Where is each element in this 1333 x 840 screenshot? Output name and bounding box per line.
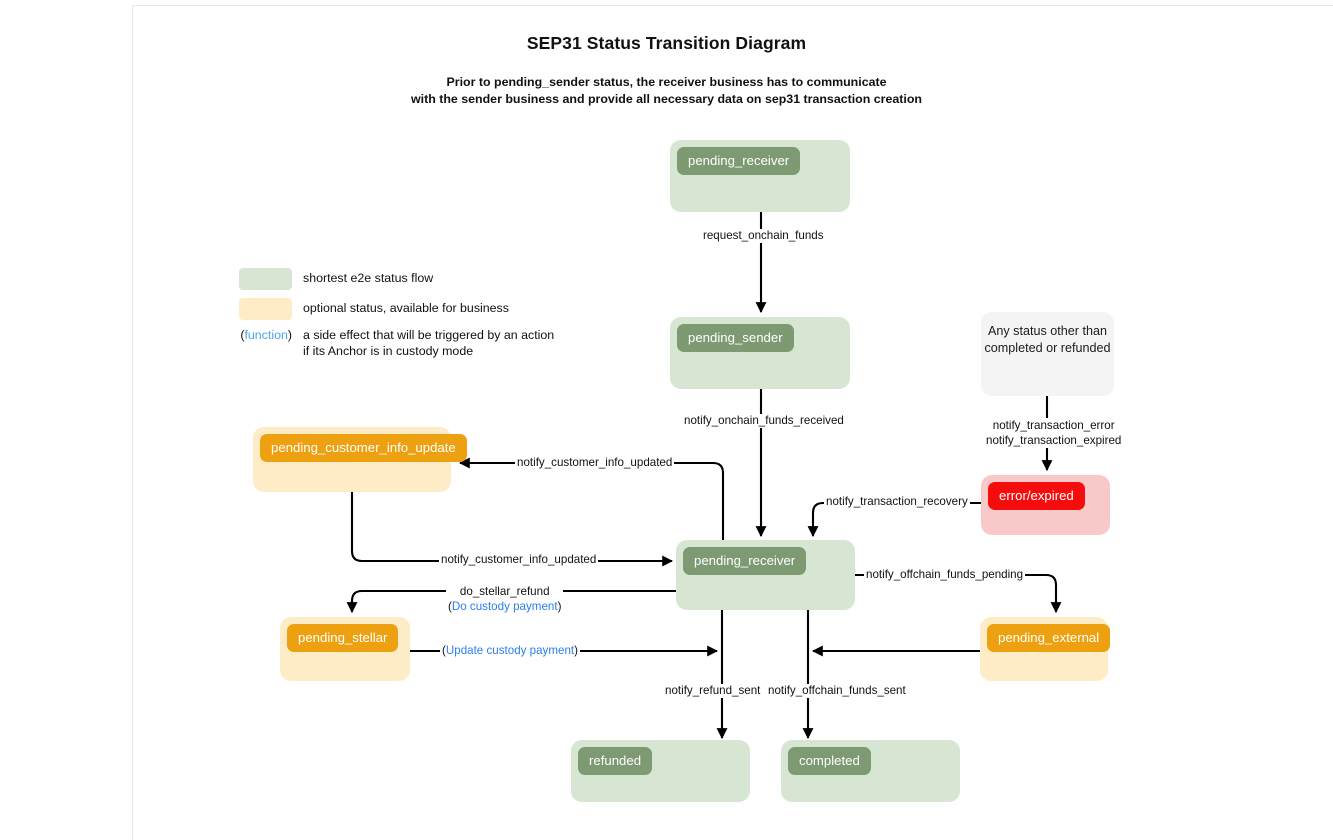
edge-label-update-custody-payment: (Update custody payment) — [440, 644, 581, 658]
edge-label-update-custody-payment-fn: Update custody payment — [445, 644, 575, 657]
node-label-any-status: Any status other than completed or refun… — [984, 324, 1111, 355]
edge-label-notify-onchain-funds-received: notify_onchain_funds_received — [682, 414, 846, 428]
page-frame-top-border — [132, 5, 1333, 6]
edge-label-notify-customer-info-updated-down: notify_customer_info_updated — [439, 553, 599, 567]
legend-label-function: a side effect that will be triggered by … — [303, 328, 555, 358]
diagram-subtitle-line1: Prior to pending_sender status, the rece… — [446, 75, 887, 89]
node-label-pending-receiver-top: pending_receiver — [677, 147, 801, 175]
edge-label-request-onchain-funds: request_onchain_funds — [701, 229, 826, 243]
legend-label-shortest-flow: shortest e2e status flow — [303, 271, 434, 285]
node-label-error-expired: error/expired — [988, 482, 1085, 510]
node-completed[interactable]: completed — [781, 740, 960, 802]
node-label-pending-stellar: pending_stellar — [287, 624, 399, 652]
edge-label-do-custody-payment-fn: Do custody payment — [451, 600, 558, 613]
edge-label-do-custody-payment: (Do custody payment) — [448, 600, 562, 613]
legend-item-shortest-flow: shortest e2e status flow — [239, 268, 554, 290]
legend-swatch-green — [239, 268, 292, 290]
edge-label-notify-transaction-error-expired: notify_transaction_error notify_transact… — [984, 418, 1124, 448]
edge-label-notify-transaction-error: notify_transaction_error — [992, 419, 1115, 432]
node-error-expired[interactable]: error/expired — [981, 475, 1110, 535]
edge-label-do-stellar-refund: do_stellar_refund (Do custody payment) — [446, 584, 564, 614]
node-pending-stellar[interactable]: pending_stellar — [280, 617, 410, 681]
edge-label-notify-refund-sent: notify_refund_sent — [663, 684, 763, 698]
edge-label-notify-offchain-funds-sent: notify_offchain_funds_sent — [766, 684, 908, 698]
node-pending-external[interactable]: pending_external — [980, 617, 1111, 681]
legend-function-open-paren: ( — [240, 328, 245, 342]
diagram-subtitle-line2: with the sender business and provide all… — [411, 92, 922, 106]
legend: shortest e2e status flow optional status… — [239, 268, 554, 367]
node-label-pending-external: pending_external — [987, 624, 1111, 652]
edge-label-notify-transaction-expired: notify_transaction_expired — [986, 434, 1122, 447]
legend-swatch-orange — [239, 298, 292, 320]
edge-label-notify-transaction-recovery: notify_transaction_recovery — [824, 495, 970, 509]
node-pending-sender[interactable]: pending_sender — [670, 317, 850, 389]
node-label-completed: completed — [788, 747, 871, 775]
node-label-pending-receiver-mid: pending_receiver — [683, 547, 807, 575]
edge-label-notify-offchain-funds-pending: notify_offchain_funds_pending — [864, 568, 1026, 582]
page-frame-left-border — [132, 5, 133, 840]
node-pending-receiver-mid[interactable]: pending_receiver — [676, 540, 855, 610]
edge-label-do-stellar-refund-main: do_stellar_refund — [459, 585, 550, 598]
legend-label-optional-status: optional status, available for business — [303, 301, 509, 315]
edge-notify-customer-info-updated-down — [350, 492, 674, 567]
node-label-pending-customer-info-update: pending_customer_info_update — [260, 434, 467, 462]
node-any-status[interactable]: Any status other than completed or refun… — [981, 312, 1114, 396]
legend-item-function: (function) a side effect that will be tr… — [239, 328, 554, 359]
node-pending-receiver-top[interactable]: pending_receiver — [670, 140, 850, 212]
node-label-pending-sender: pending_sender — [677, 324, 794, 352]
legend-function-word: function — [244, 328, 288, 342]
node-refunded[interactable]: refunded — [571, 740, 750, 802]
legend-key-function: (function) — [239, 328, 292, 343]
legend-item-optional-status: optional status, available for business — [239, 298, 554, 320]
diagram-title: SEP31 Status Transition Diagram — [526, 33, 807, 53]
node-pending-customer-info-update[interactable]: pending_customer_info_update — [253, 427, 467, 492]
diagram-subtitle: Prior to pending_sender status, the rece… — [0, 74, 1333, 108]
edge-label-notify-customer-info-updated-up: notify_customer_info_updated — [515, 456, 675, 470]
node-label-refunded: refunded — [578, 747, 653, 775]
legend-function-close-paren: ) — [287, 328, 292, 342]
